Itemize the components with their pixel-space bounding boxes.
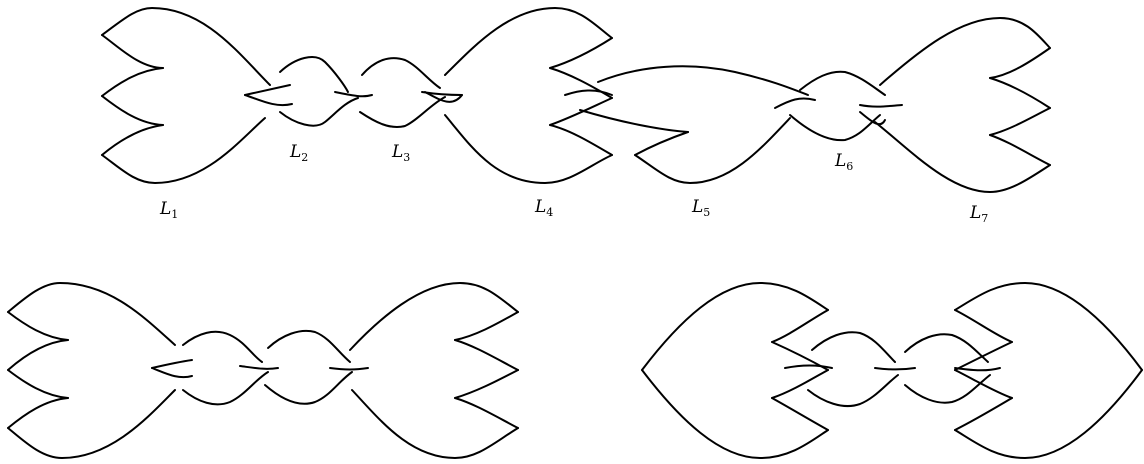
component-l5 [564,65,816,184]
label-l6: L6 [834,151,853,173]
label-l7: L7 [969,203,988,225]
label-l4: L4 [534,197,553,219]
bottom-left-link-diagram [7,282,519,459]
component-l4 [424,7,613,184]
label-l5: L5 [691,197,710,219]
label-l2: L2 [289,142,308,164]
component-l7 [859,17,1051,193]
label-l3: L3 [391,142,410,164]
component-l3 [334,57,463,128]
bottom-right-link-diagram [641,282,1143,459]
component-l2 [244,56,359,127]
component-l1 [101,7,291,184]
top-link-diagram: L1 L2 L3 L4 L5 L6 L7 [101,7,1051,225]
label-l1: L1 [159,199,178,221]
component-l6 [789,70,903,142]
